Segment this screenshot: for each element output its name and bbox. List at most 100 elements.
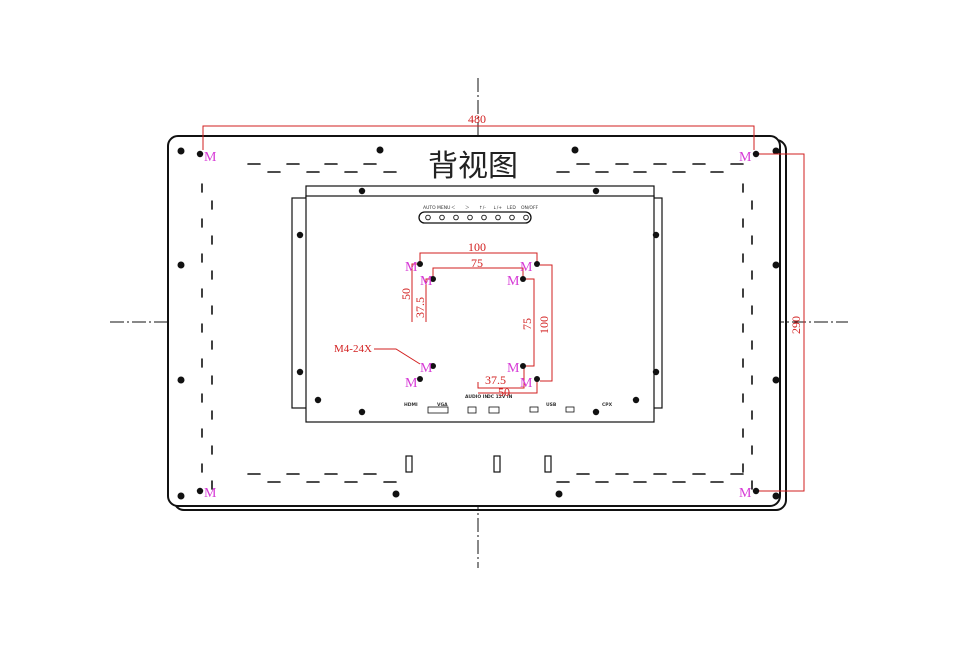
mount-hole — [752, 487, 760, 495]
dim-width-line — [202, 125, 755, 150]
control-button-label: ↓/+ — [493, 205, 502, 211]
screw-leader — [374, 348, 421, 365]
audio-port — [467, 406, 477, 414]
usb-port — [529, 406, 539, 413]
port-label-vga: VGA — [437, 402, 448, 408]
dim-outer-width: 480 — [468, 112, 486, 126]
housing-hole — [314, 396, 322, 404]
dim-offset37-bottom — [477, 366, 525, 389]
dim-vesa75-height — [524, 278, 535, 367]
control-button — [495, 214, 501, 221]
vga-port — [427, 406, 449, 414]
frame-hole — [177, 147, 185, 155]
dim-label-vesa75-height: 75 — [520, 318, 534, 330]
port-panel — [427, 406, 575, 414]
dim-height-line — [756, 153, 805, 492]
frame-hole — [177, 492, 185, 500]
vesa-dimension-labels: 100 75 100 75 50 37.5 37.5 50 M4-24X — [334, 240, 551, 399]
control-button-label: ↑/- — [479, 205, 486, 211]
mount-label: M — [204, 150, 217, 165]
control-button-label: ＞ — [465, 206, 470, 211]
mount-label: M — [507, 274, 520, 289]
control-button — [481, 214, 487, 221]
frame-hole — [772, 261, 780, 269]
bracket — [493, 455, 501, 473]
button-strip — [418, 211, 532, 224]
frame-hole — [772, 147, 780, 155]
vent-slots-top — [247, 163, 744, 173]
port-label-audio: AUDIO IN — [465, 394, 488, 400]
port-label-usb: USB — [546, 402, 557, 408]
vesa-hole — [417, 261, 423, 267]
housing-holes — [296, 187, 660, 416]
frame-hole — [392, 490, 400, 498]
port-labels: HDMI VGA AUDIO IN DC 12V IN USB CPX — [404, 394, 613, 408]
vesa-hole — [520, 276, 526, 282]
vesa-hole — [417, 376, 423, 382]
frame-holes — [177, 146, 780, 500]
mount-hole — [196, 487, 204, 495]
frame-hole — [571, 146, 579, 154]
vent-slots-left — [201, 183, 213, 490]
dim-label-vesa100-height: 100 — [537, 316, 551, 334]
bracket — [544, 455, 552, 473]
mount-label: M — [739, 150, 752, 165]
dim-label-offset37-left: 37.5 — [413, 297, 427, 318]
mount-hole — [752, 150, 760, 158]
vesa-hole — [520, 363, 526, 369]
vesa-hole — [430, 276, 436, 282]
vesa-hole — [534, 376, 540, 382]
mount-label: M — [204, 486, 217, 501]
mount-label: M — [420, 361, 433, 376]
control-button — [509, 214, 515, 221]
mount-label: M — [507, 361, 520, 376]
bracket — [405, 455, 413, 473]
control-button — [425, 214, 431, 221]
vesa-mount-holes — [417, 261, 540, 382]
vent-slots-bottom — [247, 473, 744, 483]
frame-hole — [555, 490, 563, 498]
mount-label: M — [405, 260, 418, 275]
dc-port — [488, 406, 500, 414]
control-button-label: ＜ — [451, 206, 456, 211]
housing-hole — [592, 187, 600, 195]
usb-port — [565, 406, 575, 413]
outer-mount-holes — [196, 150, 760, 495]
housing-hole — [296, 231, 304, 239]
bottom-brackets — [405, 455, 552, 473]
housing-hole — [358, 187, 366, 195]
mount-label: M — [520, 260, 533, 275]
vesa-hole — [430, 363, 436, 369]
dim-outer-height: 290 — [789, 316, 803, 334]
frame-hole — [376, 146, 384, 154]
port-label-dc: DC 12V IN — [487, 394, 513, 400]
mount-hole — [196, 150, 204, 158]
mount-label: M — [405, 376, 418, 391]
housing-hole — [296, 368, 304, 376]
mount-label: M — [420, 274, 433, 289]
dim-label-offset50-left: 50 — [399, 288, 413, 300]
dim-vesa100-height — [540, 264, 553, 382]
mount-label: M — [520, 376, 533, 391]
housing-hole — [632, 396, 640, 404]
frame-hole — [772, 376, 780, 384]
control-button — [467, 214, 473, 221]
vent-slots-right — [742, 183, 753, 490]
frame-hole — [177, 261, 185, 269]
housing-hole — [358, 408, 366, 416]
control-button — [523, 214, 529, 221]
control-button-label: LED — [507, 205, 516, 211]
drawing-title: 背视图 — [428, 149, 518, 184]
vesa-hole — [534, 261, 540, 267]
housing-hole — [592, 408, 600, 416]
control-button-label: ON/OFF — [521, 205, 539, 211]
housing-body — [305, 195, 655, 423]
control-button — [439, 214, 445, 221]
frame-hole — [177, 376, 185, 384]
dim-offset50-bottom — [478, 381, 538, 394]
outer-dimensions — [202, 125, 805, 492]
dim-vesa75-width — [432, 267, 524, 277]
dim-label-offset50-bottom: 50 — [498, 385, 510, 399]
